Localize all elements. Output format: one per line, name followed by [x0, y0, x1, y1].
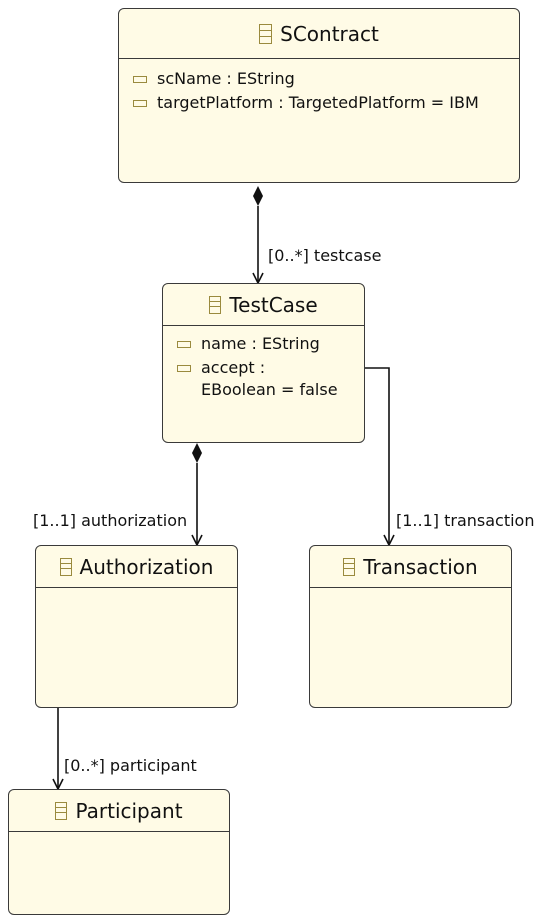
attribute-icon: [177, 365, 191, 372]
class-header: Participant: [9, 790, 229, 832]
class-participant[interactable]: Participant: [8, 789, 230, 915]
edge-authorization[interactable]: [192, 443, 202, 545]
attribute-text: name : EString: [201, 334, 320, 353]
class-name: SContract: [280, 21, 379, 46]
reference-label-transaction: [1..1] transaction: [396, 511, 535, 530]
class-name: TestCase: [229, 292, 318, 317]
attribute-row[interactable]: targetPlatform : TargetedPlatform = IBM: [131, 92, 509, 114]
class-scontract[interactable]: SContract scName : EString targetPlatfor…: [118, 8, 520, 183]
composition-diamond: [253, 186, 263, 206]
attribute-icon: [177, 341, 191, 348]
class-icon: [259, 23, 273, 44]
attribute-text: accept : EBoolean = false: [201, 358, 338, 399]
edge-testcase[interactable]: [253, 186, 263, 283]
class-icon: [55, 801, 68, 820]
edge-transaction[interactable]: [365, 367, 389, 545]
composition-diamond: [192, 443, 202, 463]
class-icon: [59, 557, 72, 576]
attribute-text: targetPlatform : TargetedPlatform = IBM: [157, 93, 479, 112]
class-header: SContract: [119, 9, 519, 59]
reference-label-authorization: [1..1] authorization: [33, 511, 188, 530]
class-header: TestCase: [163, 284, 364, 326]
class-header: Authorization: [36, 546, 237, 588]
attribute-list: scName : EString targetPlatform : Target…: [119, 59, 519, 114]
attribute-row[interactable]: scName : EString: [131, 68, 509, 90]
class-icon: [343, 557, 356, 576]
class-name: Transaction: [363, 554, 478, 579]
attribute-list: name : EString accept : EBoolean = false: [163, 326, 364, 401]
attribute-text: scName : EString: [157, 69, 295, 88]
reference-label-testcase: [0..*] testcase: [268, 246, 382, 265]
class-name: Authorization: [79, 554, 214, 579]
class-name: Participant: [75, 798, 183, 823]
class-header: Transaction: [310, 546, 511, 588]
class-icon: [209, 295, 222, 314]
reference-label-participant: [0..*] participant: [64, 756, 197, 775]
attribute-row[interactable]: name : EString: [175, 333, 354, 355]
class-authorization[interactable]: Authorization: [35, 545, 238, 708]
class-transaction[interactable]: Transaction: [309, 545, 512, 708]
attribute-icon: [133, 76, 147, 83]
class-testcase[interactable]: TestCase name : EString accept : EBoolea…: [162, 283, 365, 443]
attribute-row[interactable]: accept : EBoolean = false: [175, 357, 354, 401]
attribute-icon: [133, 100, 147, 107]
